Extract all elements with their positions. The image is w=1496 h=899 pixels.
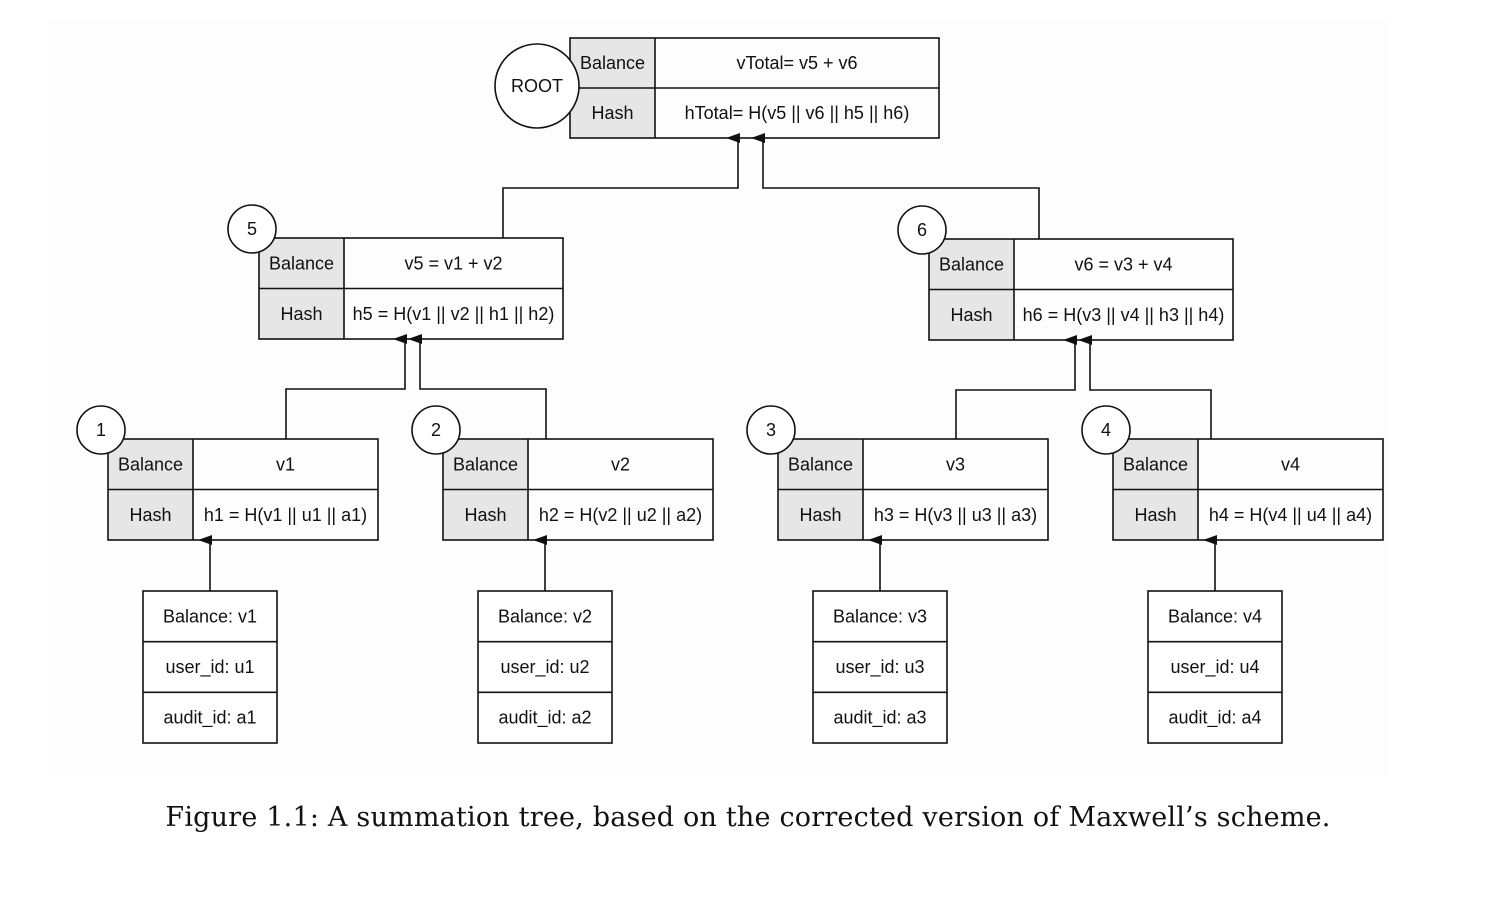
nodes-layer: Balance vTotal= v5 + v6 Hash hTotal= H(v5 |… [76,37,1384,744]
record-border [142,590,278,744]
record-border [812,590,948,744]
node-marker-2: 2 [411,405,461,455]
edge-node5-to-root [502,133,740,238]
balance-label: Balance [269,253,334,273]
hash-value: h5 = H(v1 || v2 || h1 || h2) [353,304,555,324]
edge-node2-to-node5 [408,334,547,439]
user-record-2: Balance: v2 user_id: u2 audit_id: a2 [477,590,613,744]
hash-value: h1 = H(v1 || u1 || a1) [204,505,367,525]
balance-value: v3 [946,454,965,474]
record-border [477,590,613,744]
marker-circle [411,405,461,455]
root-node: Balance vTotal= v5 + v6 Hash hTotal= H(v5 |… [569,37,940,139]
user-record-1: Balance: v1 user_id: u1 audit_id: a1 [142,590,278,744]
edges-layer [198,133,1217,591]
record-balance: Balance: v4 [1168,606,1262,626]
hash-label: Hash [1134,505,1176,525]
internal-node-6: Balance v6 = v3 + v4 Hash h6 = H(v3 || v4 |… [928,238,1234,341]
record-user-id: user_id: u3 [835,657,924,678]
hash-label: Hash [950,305,992,325]
balance-label: Balance [453,454,518,474]
record-balance: Balance: v1 [163,606,257,626]
internal-node-5: Balance v5 = v1 + v2 Hash h5 = H(v1 || v2 |… [258,237,564,340]
record-user-id: user_id: u4 [1170,657,1259,678]
hash-label: Hash [280,304,322,324]
marker-label: 3 [766,420,776,440]
user-record-4: Balance: v4 user_id: u4 audit_id: a4 [1147,590,1283,744]
marker-label: 5 [247,219,257,239]
balance-label: Balance [580,53,645,73]
balance-value: v2 [611,454,630,474]
record-balance: Balance: v2 [498,606,592,626]
balance-value: v1 [276,454,295,474]
hash-value: h2 = H(v2 || u2 || a2) [539,505,702,525]
marker-label: 1 [96,420,106,440]
marker-circle [227,204,277,254]
marker-circle [76,405,126,455]
edge-node1-to-node5 [285,334,407,439]
marker-label: ROOT [511,76,563,96]
marker-label: 2 [431,420,441,440]
hash-label: Hash [129,505,171,525]
marker-circle [897,205,947,255]
hash-label: Hash [799,505,841,525]
marker-circle [494,43,580,129]
balance-value: v5 = v1 + v2 [404,253,502,273]
record-border [1147,590,1283,744]
record-user-id: user_id: u1 [165,657,254,678]
hash-value: h3 = H(v3 || u3 || a3) [874,505,1037,525]
hash-value: hTotal= H(v5 || v6 || h5 || h6) [685,103,910,123]
node-marker-4: 4 [1081,405,1131,455]
balance-label: Balance [939,254,1004,274]
record-audit-id: audit_id: a2 [498,708,591,729]
root-marker: ROOT [494,43,580,129]
user-record-3: Balance: v3 user_id: u3 audit_id: a3 [812,590,948,744]
node-marker-6: 6 [897,205,947,255]
balance-value: v6 = v3 + v4 [1074,254,1172,274]
node-marker-3: 3 [746,405,796,455]
figure-caption: Figure 1.1: A summation tree, based on t… [165,802,1331,833]
node-marker-5: 5 [227,204,277,254]
edge-node4-to-node6 [1078,335,1212,439]
balance-value: v4 [1281,454,1300,474]
marker-circle [746,405,796,455]
marker-label: 4 [1101,420,1111,440]
hash-label: Hash [464,505,506,525]
hash-value: h4 = H(v4 || u4 || a4) [1209,505,1372,525]
record-user-id: user_id: u2 [500,657,589,678]
hash-label: Hash [591,103,633,123]
edge-node6-to-root [751,133,1040,239]
record-audit-id: audit_id: a1 [163,708,256,729]
marker-circle [1081,405,1131,455]
record-audit-id: audit_id: a3 [833,708,926,729]
node-marker-1: 1 [76,405,126,455]
record-balance: Balance: v3 [833,606,927,626]
balance-label: Balance [788,454,853,474]
marker-label: 6 [917,220,927,240]
balance-value: vTotal= v5 + v6 [736,53,857,73]
edge-node3-to-node6 [955,335,1077,439]
balance-label: Balance [118,454,183,474]
record-audit-id: audit_id: a4 [1168,708,1261,729]
balance-label: Balance [1123,454,1188,474]
hash-value: h6 = H(v3 || v4 || h3 || h4) [1023,305,1225,325]
